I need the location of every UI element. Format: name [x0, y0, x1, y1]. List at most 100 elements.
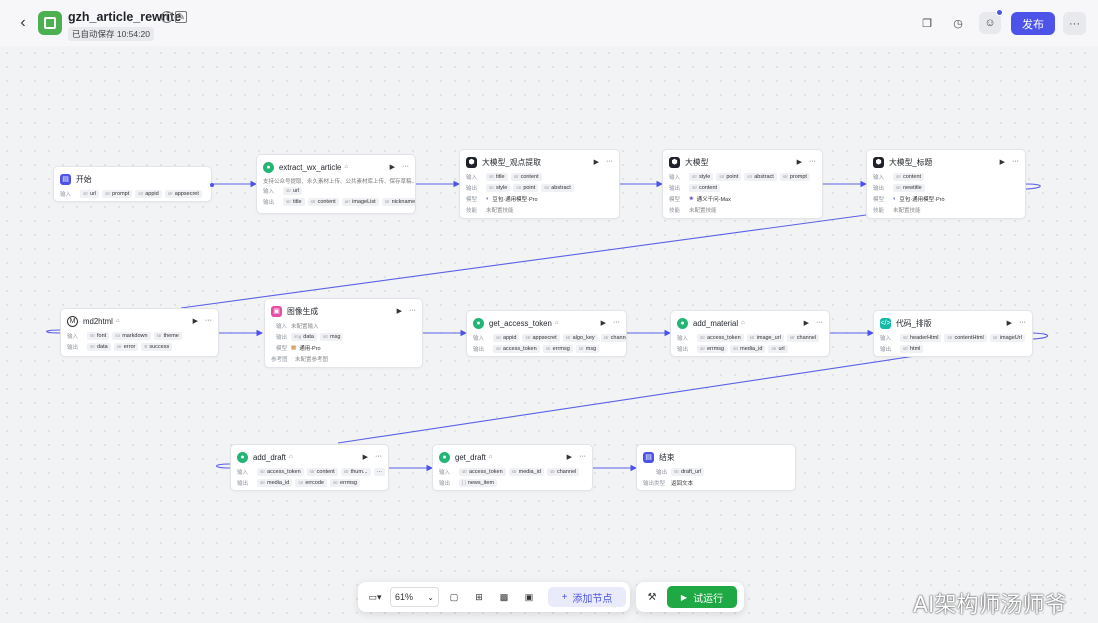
node-outputs: 输出 [ ]news_item: [433, 477, 592, 488]
run-node-icon[interactable]: ▶: [600, 320, 606, 327]
node-title: md2html: [83, 316, 113, 326]
row-label: 模型: [275, 345, 287, 352]
node-more-icon[interactable]: ···: [579, 453, 586, 460]
run-node-icon[interactable]: ▶: [192, 318, 198, 325]
row-label: 输入: [873, 174, 885, 181]
run-node-icon[interactable]: ▶: [396, 308, 402, 315]
run-node-icon[interactable]: ▶: [389, 164, 395, 171]
node-reference: 参考图 未配置参考图: [265, 353, 422, 364]
row-label: 输出: [67, 344, 79, 351]
node-more-icon[interactable]: ···: [816, 319, 823, 326]
more-options-icon[interactable]: ···: [1063, 12, 1086, 35]
node-more-icon[interactable]: ···: [205, 317, 212, 324]
plus-icon: +: [561, 591, 568, 603]
copy-icon[interactable]: ❐: [922, 17, 932, 30]
node-model: 模型 ◐ 豆包·通用模型·Pro: [867, 193, 1025, 204]
node-more-icon[interactable]: ···: [1019, 319, 1026, 326]
run-node-icon[interactable]: ▶: [362, 454, 368, 461]
node-more-icon[interactable]: ···: [809, 158, 816, 165]
node-extract-wx-article[interactable]: ● extract_wx_article ⌂ ▶··· 支持公众号提取、永久素材…: [256, 154, 416, 214]
watermark-text: AI架构师汤师爷: [913, 593, 1067, 618]
input-value: 未配置输入: [291, 323, 319, 330]
output-port[interactable]: [210, 183, 214, 187]
test-run-label: 试运行: [693, 593, 724, 605]
debug-icon[interactable]: ⚒: [647, 591, 657, 603]
publish-button[interactable]: 发布: [1011, 12, 1055, 35]
row-label: 输出: [677, 346, 689, 353]
model-icon: ❀: [689, 195, 694, 202]
row-label: 参考图: [271, 356, 288, 363]
play-icon: ▶: [680, 592, 688, 602]
node-title: 图像生成: [287, 306, 319, 316]
autosave-status: 已自动保存 10:54:20: [68, 27, 154, 41]
back-arrow-icon[interactable]: ‹: [20, 14, 26, 31]
node-skill: 技能 未配置技能: [663, 204, 822, 215]
row-label: 模型: [466, 196, 478, 203]
image-icon[interactable]: ▩: [499, 591, 509, 602]
info-icon[interactable]: i: [161, 11, 173, 23]
version-icon: ⌂: [115, 318, 120, 324]
run-node-icon[interactable]: ▶: [796, 159, 802, 166]
node-more-icon[interactable]: ···: [375, 453, 382, 460]
run-node-icon[interactable]: ▶: [999, 159, 1005, 166]
notification-badge: [996, 9, 1003, 16]
start-icon: ▤: [60, 173, 71, 185]
node-model: 模型 ◐ 豆包·通用模型·Pro: [460, 193, 619, 204]
app-logo: [38, 11, 62, 35]
comment-icon[interactable]: ▢: [449, 591, 459, 602]
run-node-icon[interactable]: ▶: [566, 454, 572, 461]
edit-icon[interactable]: ✎: [175, 11, 187, 23]
run-node-icon[interactable]: ▶: [593, 159, 599, 166]
test-run-button[interactable]: ▶ 试运行: [667, 586, 737, 608]
node-more-icon[interactable]: ···: [613, 319, 620, 326]
node-more-icon[interactable]: ···: [409, 307, 416, 314]
fit-view-icon[interactable]: ▣: [524, 591, 534, 602]
collaborators-icon[interactable]: ☺: [979, 9, 1003, 34]
node-more-icon[interactable]: ···: [606, 158, 613, 165]
skill-value: 未配置技能: [893, 207, 921, 214]
skill-value: 未配置技能: [689, 207, 717, 214]
minimap-icon[interactable]: ▭▾: [368, 591, 382, 602]
history-icon[interactable]: ◷: [953, 17, 963, 30]
zoom-select[interactable]: 61% ⌄: [390, 587, 439, 607]
run-node-icon[interactable]: ▶: [803, 320, 809, 327]
layout-grid-icon[interactable]: ⊞: [475, 591, 483, 602]
run-node-icon[interactable]: ▶: [1006, 320, 1012, 327]
row-label: 输入: [466, 174, 478, 181]
add-node-button[interactable]: + 添加节点: [548, 587, 626, 607]
top-bar: ‹ gzh_article_rewrite i ✎ 已自动保存 10:54:20…: [0, 0, 1098, 46]
node-more-icon[interactable]: ···: [402, 163, 409, 170]
node-more-icon[interactable]: ···: [1012, 158, 1019, 165]
row-label: 输入: [439, 469, 451, 476]
